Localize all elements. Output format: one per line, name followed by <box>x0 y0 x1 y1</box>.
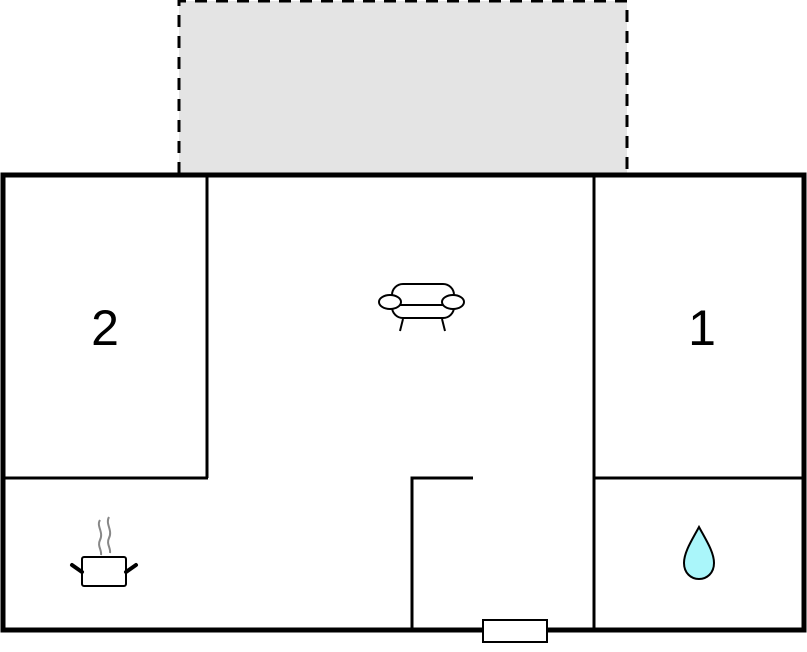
interior-walls <box>3 175 804 630</box>
room-label-bedroom-2: 2 <box>91 300 119 356</box>
terrace <box>177 0 629 174</box>
entrance-door[interactable] <box>482 619 548 643</box>
cooking-pot-icon <box>70 516 138 587</box>
water-drop-icon <box>682 524 716 581</box>
outer-wall <box>0 172 807 633</box>
room-label-bedroom-1: 1 <box>688 300 716 356</box>
sofa-icon <box>378 283 465 332</box>
